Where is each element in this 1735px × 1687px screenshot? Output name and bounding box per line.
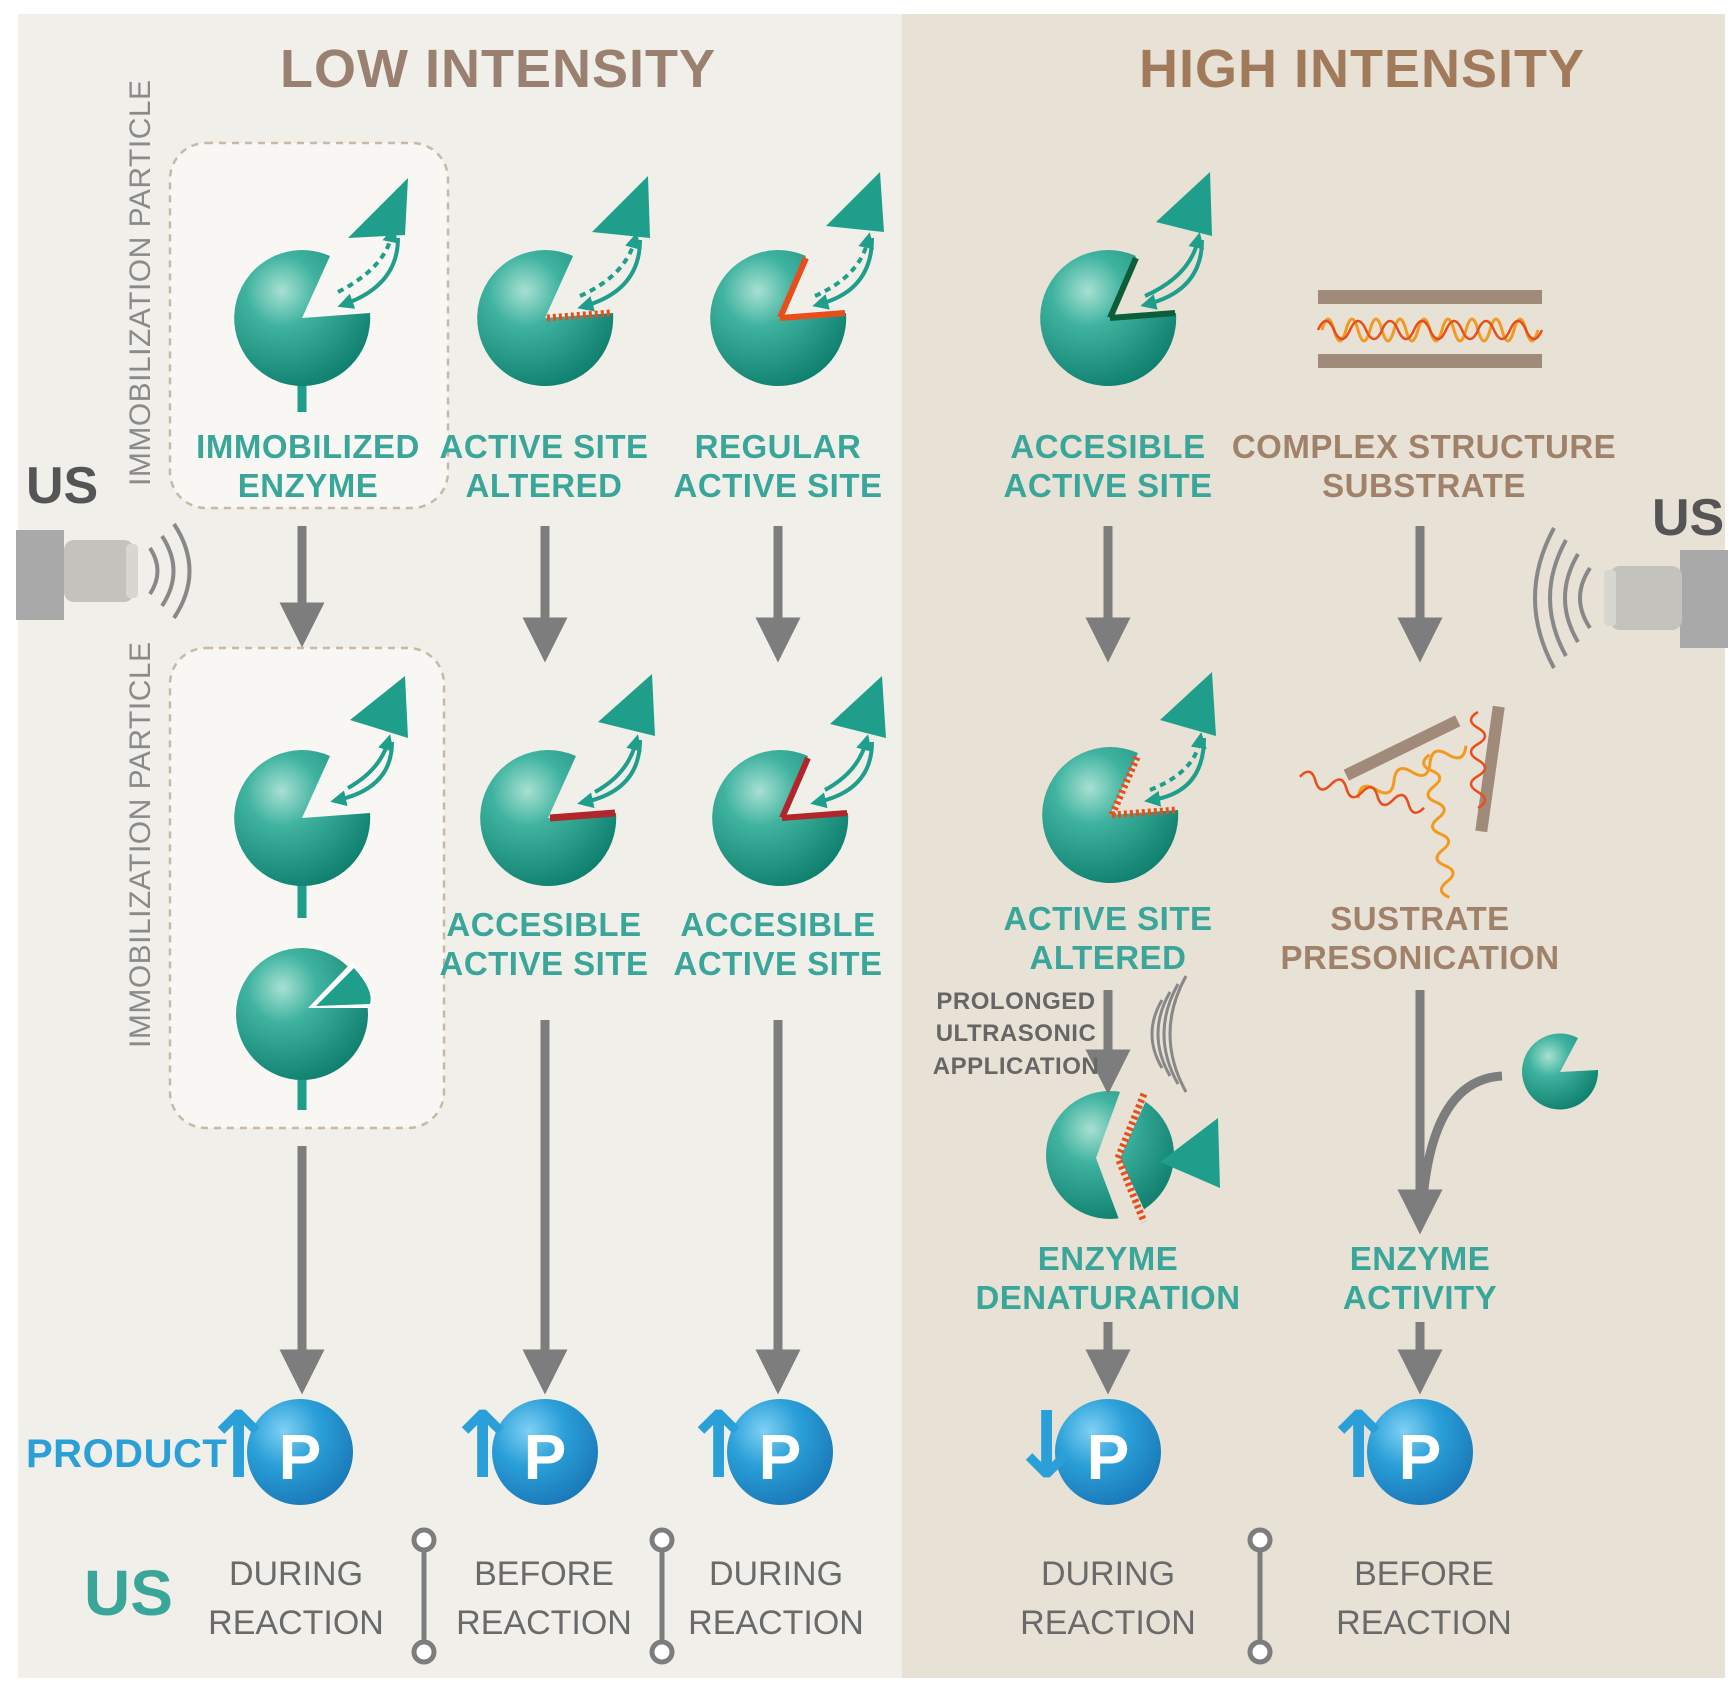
presonicated-substrate <box>1298 705 1505 899</box>
product-arrow-1: ↑ <box>200 1392 278 1499</box>
product-symbol-1: P <box>278 1421 322 1493</box>
enzyme-col4-top <box>1040 172 1212 387</box>
immobilization-label-bottom: IMMOBILIZATION PARTICLE <box>124 641 157 1048</box>
product-arrow-2: ↑ <box>444 1392 522 1499</box>
product-circle-4 <box>1055 1399 1161 1505</box>
product-arrow-5: ↑ <box>1320 1392 1398 1499</box>
product-arrow-4: ↓ <box>1008 1392 1086 1499</box>
product-circle-3 <box>727 1399 833 1505</box>
enzyme-col1-mid <box>234 676 408 918</box>
product-circle-2 <box>492 1399 598 1505</box>
header-high-intensity: HIGH INTENSITY <box>1138 39 1586 99</box>
us-emitter-left <box>16 522 192 620</box>
enzyme-col4-denatured <box>1046 1091 1220 1224</box>
enzyme-col3-top <box>710 172 884 387</box>
header-low-intensity: LOW INTENSITY <box>280 39 716 99</box>
enzyme-col2-mid <box>480 674 655 887</box>
enzyme-col1-top <box>234 178 408 412</box>
enzyme-col1-bottom <box>236 948 374 1110</box>
product-label: PRODUCT <box>26 1432 228 1476</box>
enzyme-join-curve <box>1417 1071 1503 1213</box>
high-intensity-panel <box>902 14 1725 1678</box>
enzyme-col3-mid <box>712 676 886 887</box>
enzyme-col4-mid <box>1042 672 1216 884</box>
enzyme-col2-top <box>477 176 650 387</box>
product-circle-1 <box>247 1399 353 1505</box>
us-tag-right: US <box>1652 489 1725 547</box>
product-circles <box>247 1399 1473 1505</box>
us-emitter-right <box>1533 527 1728 669</box>
product-arrow-3: ↑ <box>680 1392 758 1499</box>
enzyme-col5-small <box>1522 1033 1599 1110</box>
timing-separators <box>411 1527 1273 1665</box>
ultrasonic-waves-small <box>1150 975 1188 1093</box>
product-symbol-2: P <box>523 1421 567 1493</box>
us-row-label: US <box>84 1557 173 1629</box>
immobilization-label-top: IMMOBILIZATION PARTICLE <box>124 79 157 486</box>
product-symbol-4: P <box>1086 1421 1130 1493</box>
product-circle-5 <box>1367 1399 1473 1505</box>
complex-substrate <box>1316 290 1544 368</box>
flow-arrows <box>279 526 1443 1395</box>
product-symbol-5: P <box>1398 1421 1442 1493</box>
us-tag-left: US <box>26 457 99 515</box>
product-symbol-3: P <box>758 1421 802 1493</box>
